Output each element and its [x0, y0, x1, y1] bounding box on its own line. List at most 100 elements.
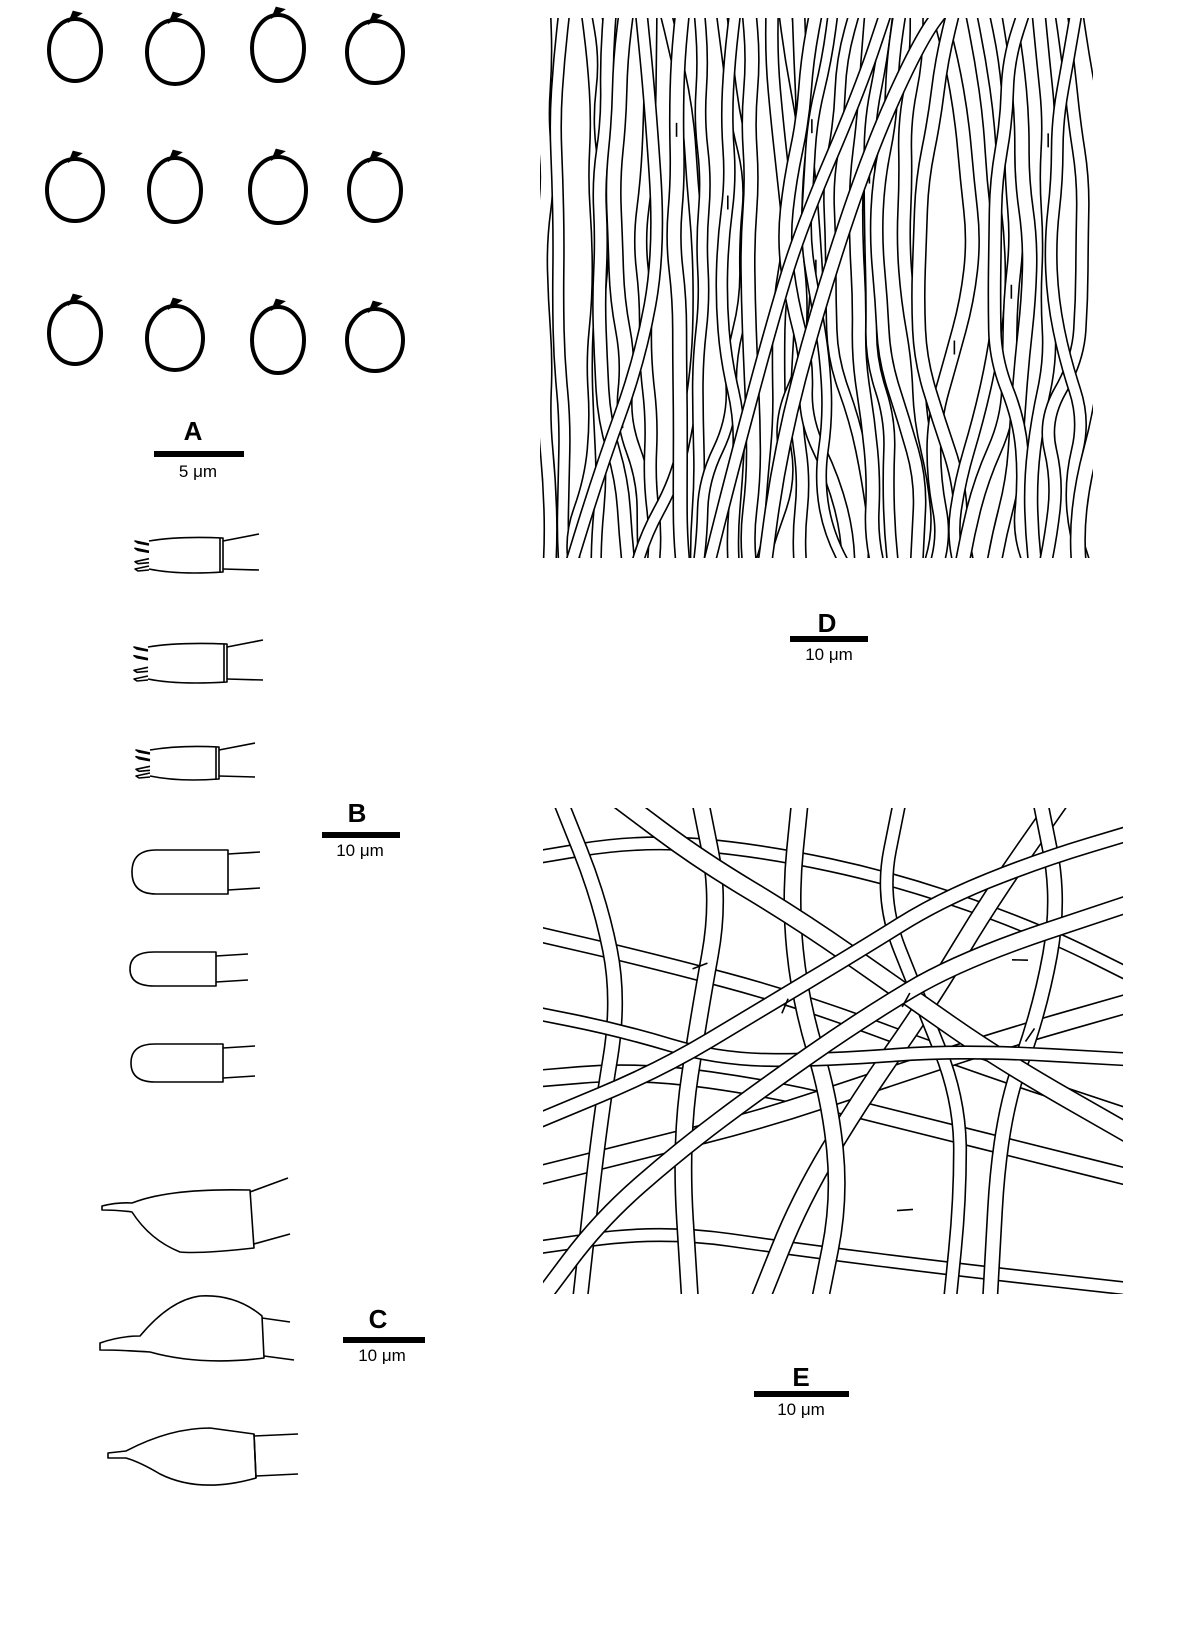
spore — [44, 156, 106, 224]
hypha-lumen — [1102, 0, 1111, 600]
sterigma — [135, 749, 151, 755]
sterigma — [134, 540, 150, 546]
cystidiole-stalk — [253, 1433, 299, 1479]
hypha-lumen — [741, 18, 760, 558]
hypha-lumen — [927, 18, 979, 558]
basidiole-body — [130, 1043, 224, 1083]
spore — [344, 18, 406, 86]
spore-apiculus — [270, 148, 286, 162]
spore-grid — [44, 6, 406, 376]
hypha-lumen — [667, 18, 689, 558]
cystidiole-stalk — [249, 1177, 291, 1245]
spore-apiculus — [367, 12, 383, 26]
panel-b-label: B — [347, 798, 367, 828]
hypha-lumen — [540, 18, 557, 558]
hypha-lumen — [989, 18, 1034, 558]
basidiole-stalk — [227, 851, 261, 891]
spore — [46, 16, 104, 84]
basidiole-body — [131, 849, 229, 895]
hypha-lumen — [1071, 18, 1093, 558]
sterigma — [135, 755, 151, 762]
cystidiole-stalk — [261, 1317, 295, 1361]
hypha-lumen — [753, 808, 1065, 1294]
basidiole-stalk — [222, 1045, 256, 1079]
panel-d-scale-text: 10 μm — [805, 645, 853, 664]
hypha-lumen — [543, 1008, 1123, 1066]
cystidiole-body — [101, 1188, 255, 1254]
sterigma — [133, 675, 149, 682]
basidium-body — [148, 536, 224, 574]
sterigma — [134, 565, 150, 572]
spore — [249, 304, 307, 376]
basidium-stalk — [223, 639, 264, 682]
panel-a-label: A — [183, 416, 203, 446]
spore-apiculus — [67, 293, 83, 307]
sterigma — [135, 765, 151, 773]
septum — [896, 1208, 914, 1212]
spore-apiculus — [67, 10, 83, 24]
hypha-diagonal-lumen — [759, 18, 944, 558]
cystidioles-group — [99, 1177, 299, 1486]
panel-a-scale-text: 5 μm — [178, 462, 218, 481]
septum — [1024, 1027, 1036, 1043]
panel-b-scale-bar — [322, 832, 400, 838]
spore — [247, 154, 309, 226]
spore-apiculus — [270, 298, 286, 312]
hypha-lumen — [983, 808, 1062, 1294]
hypha-lumen — [593, 18, 634, 558]
panel-d-scale-bar — [790, 636, 868, 642]
hypha — [1102, 0, 1111, 600]
hypha-lumen — [864, 18, 897, 558]
panel-c-scale-text: 10 μm — [358, 1346, 406, 1365]
panel-c-scale-bar — [343, 1337, 425, 1343]
hypha-lumen — [556, 808, 622, 1294]
hypha-lumen — [526, 0, 534, 600]
hyphae-interwoven-drawing — [543, 808, 1123, 1294]
spore — [144, 17, 206, 87]
basidia-group — [129, 533, 264, 1083]
hypha-lumen — [1046, 18, 1088, 558]
hypha-lumen — [802, 18, 847, 558]
hypha-diagonal-lumen — [705, 18, 890, 558]
hypha — [526, 0, 534, 600]
sterigma — [135, 772, 151, 779]
hypha-diagonal-lumen — [567, 18, 662, 558]
basidiole-stalk — [215, 953, 249, 983]
sterigma — [133, 646, 149, 652]
panel-e-scale-bar — [754, 1391, 849, 1397]
hypha-lumen — [988, 18, 1036, 558]
spore-apiculus — [367, 150, 383, 164]
spore — [249, 12, 307, 84]
basidium-body — [147, 642, 228, 684]
hypha-lumen — [607, 18, 652, 558]
cystidiole-body — [107, 1427, 257, 1486]
panel-e-label: E — [792, 1362, 810, 1392]
sterigma — [134, 557, 150, 565]
hypha-lumen — [691, 18, 710, 558]
spore-apiculus — [167, 297, 183, 311]
hypha-lumen — [912, 18, 973, 558]
sterigma — [133, 666, 149, 674]
hypha-lumen — [551, 18, 570, 558]
spore-apiculus — [270, 6, 286, 20]
basidium-stalk — [219, 533, 260, 572]
cystidiole-body — [99, 1295, 265, 1362]
panel-d-label: D — [817, 608, 837, 638]
panel-c-label: C — [368, 1304, 388, 1334]
hypha-lumen — [543, 828, 1123, 1126]
spore-apiculus — [167, 149, 183, 163]
hypha-lumen — [871, 18, 925, 558]
spore-apiculus — [67, 150, 83, 164]
spore — [146, 155, 204, 225]
panel-b-scale-text: 10 μm — [336, 841, 384, 860]
panel-e-scale-text: 10 μm — [777, 1400, 825, 1419]
septum — [901, 992, 911, 1008]
basidium-stalk — [215, 742, 256, 779]
hyphae-parallel-drawing — [526, 0, 1111, 600]
hypha-lumen — [543, 897, 1123, 1294]
septum — [692, 962, 708, 970]
septum — [781, 998, 789, 1014]
spore — [344, 306, 406, 374]
basidium-body — [149, 745, 220, 781]
